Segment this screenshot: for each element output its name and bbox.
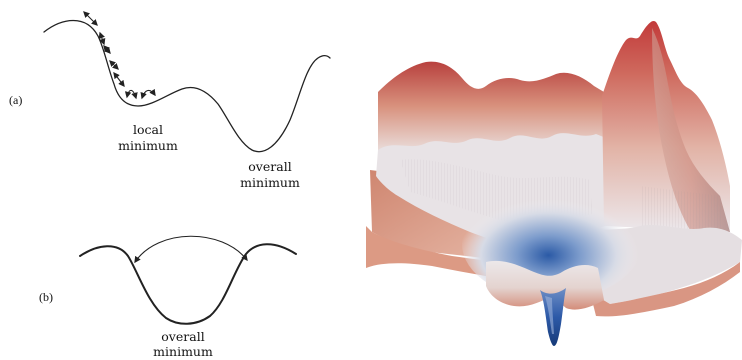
panel-b-label: (b) (39, 290, 53, 304)
local-minimum-label-line1: local (133, 122, 163, 137)
overall-minimum-label-a-line1: overall (248, 159, 291, 174)
fluctuation-arrow-3 (104, 46, 110, 53)
panel-b-diagram: (b) overall minimum (39, 236, 296, 359)
panel-a-fluctuation-arrows (84, 12, 155, 98)
loss-landscape-3d-surface (366, 21, 742, 346)
overall-minimum-label-b-line2: minimum (153, 344, 213, 359)
fluctuation-arrow-5 (114, 73, 124, 86)
panel-b-energy-curve (80, 244, 296, 324)
fluctuation-arrow-4 (110, 61, 118, 69)
panel-a-energy-curve (44, 21, 330, 152)
fluctuation-arrow-6 (127, 90, 136, 98)
overall-minimum-label-a-line2: minimum (240, 175, 300, 190)
fluctuation-arrow-7 (142, 90, 155, 98)
panel-a-diagram: (a) local minimum overall minimum (9, 12, 330, 190)
panel-a-label: (a) (9, 93, 22, 107)
landscape-global-minimum-spike (540, 288, 566, 346)
overall-minimum-label-b-line1: overall (161, 329, 204, 344)
local-minimum-label-line2: minimum (118, 138, 178, 153)
panel-b-jump-arrow (135, 236, 247, 262)
